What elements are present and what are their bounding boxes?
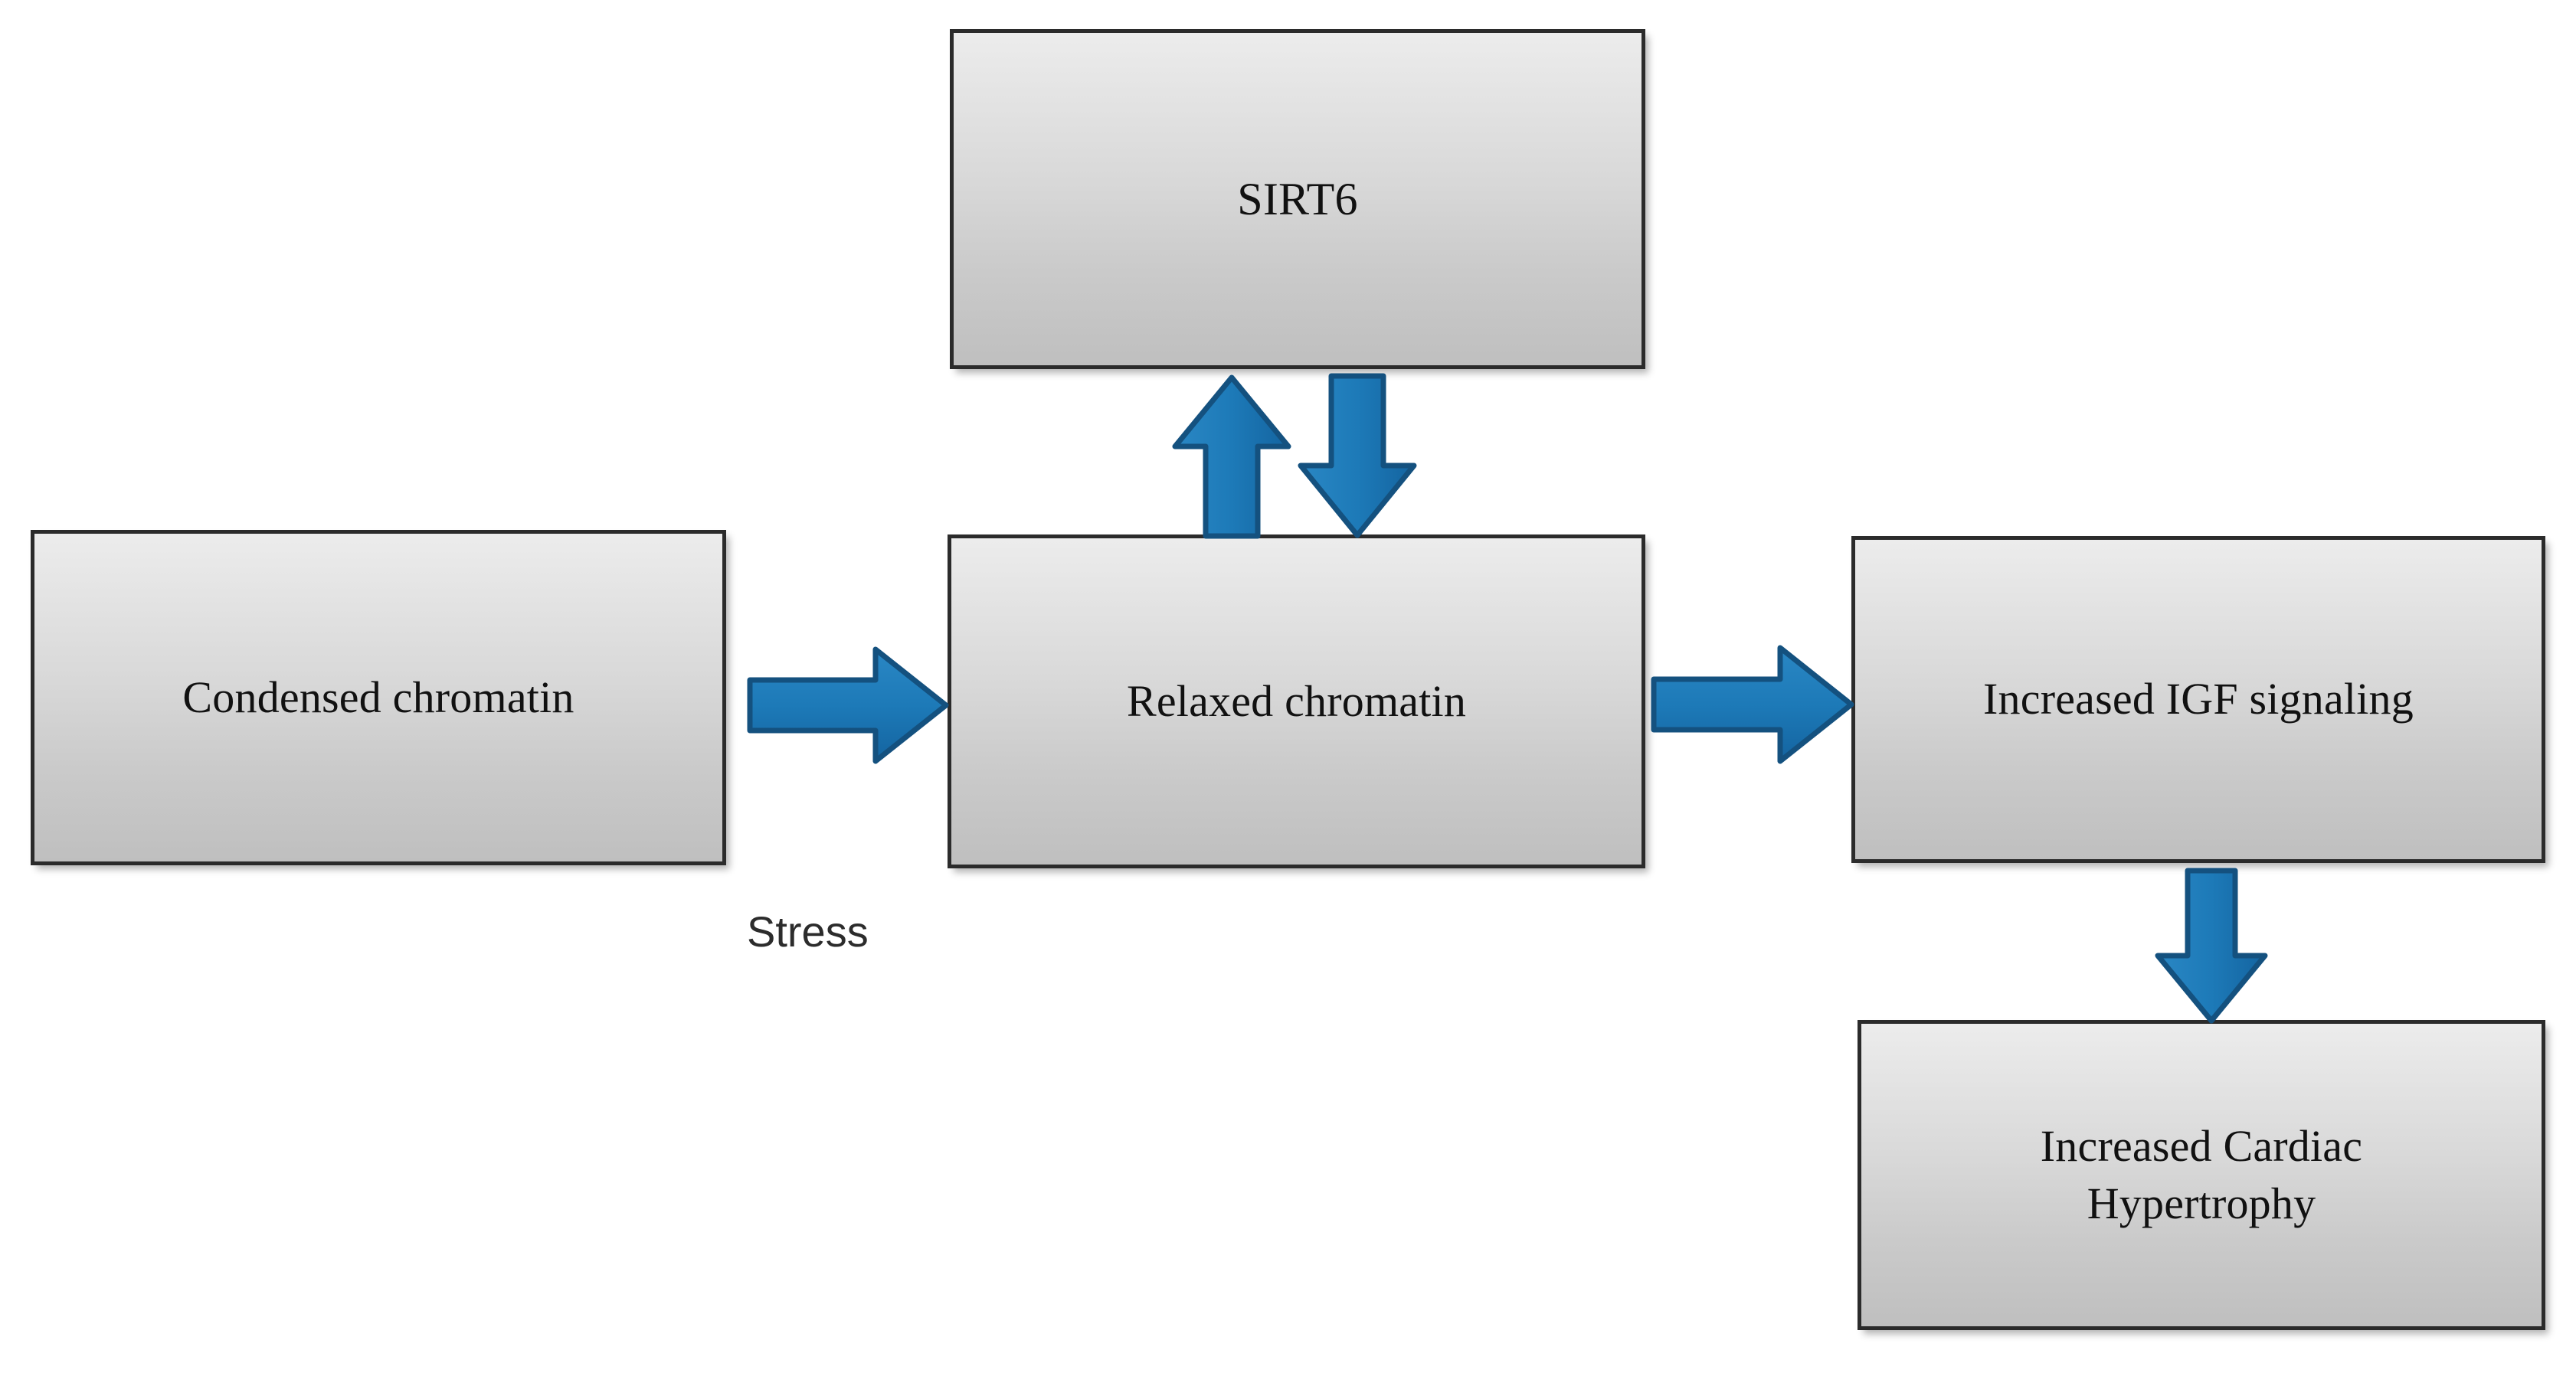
node-relaxed-chromatin-label: Relaxed chromatin bbox=[1126, 675, 1467, 726]
node-sirt6-label: SIRT6 bbox=[1237, 173, 1358, 224]
node-increased-cardiac-hypertrophy-label: Increased Cardiac Hypertrophy bbox=[2040, 1121, 2363, 1228]
node-condensed-chromatin[interactable]: Condensed chromatin bbox=[31, 530, 726, 865]
node-increased-igf-signaling[interactable]: Increased IGF signaling bbox=[1851, 536, 2545, 863]
annotation-stress: Stress bbox=[747, 907, 869, 956]
arrow-down-icon-sirt6-to-relaxed[interactable] bbox=[1297, 372, 1418, 539]
node-relaxed-chromatin[interactable]: Relaxed chromatin bbox=[948, 534, 1645, 868]
arrow-down-icon-igf-to-hypertrophy[interactable] bbox=[2154, 867, 2269, 1025]
node-increased-igf-signaling-label: Increased IGF signaling bbox=[1983, 674, 2414, 724]
node-sirt6[interactable]: SIRT6 bbox=[950, 29, 1645, 369]
arrow-up-icon-relaxed-to-sirt6[interactable] bbox=[1172, 374, 1291, 539]
arrow-right-icon-relaxed-to-igf[interactable] bbox=[1651, 642, 1854, 767]
node-increased-cardiac-hypertrophy[interactable]: Increased Cardiac Hypertrophy bbox=[1858, 1020, 2545, 1330]
node-condensed-chromatin-label: Condensed chromatin bbox=[182, 672, 574, 722]
arrow-right-icon-condensed-to-relaxed[interactable] bbox=[747, 643, 949, 767]
